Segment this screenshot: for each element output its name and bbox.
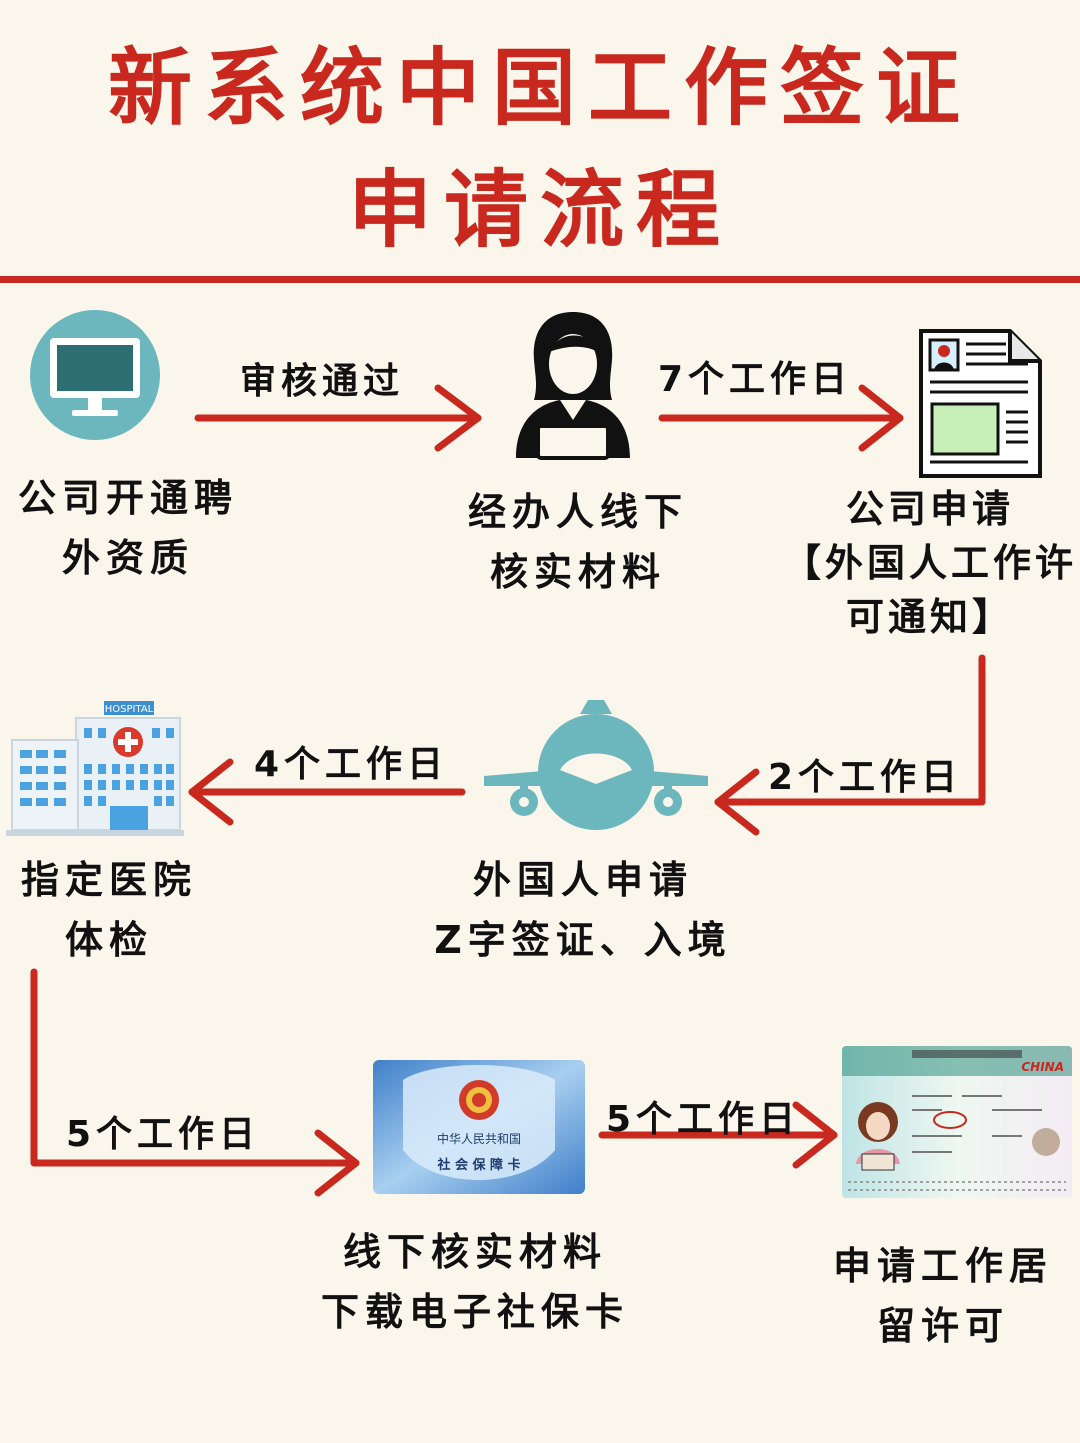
arrow-line-5	[30, 968, 360, 1167]
step-1-label-line2: 外资质	[61, 536, 194, 580]
permit-country-text: CHINA	[1021, 1060, 1064, 1074]
arrowhead-3	[714, 768, 760, 836]
arrow-line-3	[714, 654, 986, 806]
card-name-text: 社 会 保 障 卡	[437, 1158, 521, 1173]
arrowhead-2	[858, 384, 904, 452]
step-1-label: 公司开通聘 外资质	[8, 468, 248, 588]
document-id-icon	[919, 329, 1042, 478]
step-4-label-line2: Z字签证、入境	[434, 918, 732, 962]
step-2-label-line2: 核实材料	[489, 550, 666, 594]
step-3-label-line1: 公司申请	[845, 487, 1014, 531]
arrow-label-4-days: 4个工作日	[254, 744, 449, 785]
page-title-line1: 新系统中国工作签证	[107, 39, 972, 137]
step-4-label-line1: 外国人申请	[472, 858, 693, 902]
step-6-label-line1: 线下核实材料	[342, 1230, 607, 1274]
step-3-label: 公司申请 【外国人工作许 可通知】	[782, 482, 1078, 644]
step-3-label-line3: 可通知】	[845, 595, 1014, 639]
title-divider	[0, 276, 1080, 283]
step-2-label-line1: 经办人线下	[467, 490, 688, 534]
arrowhead-5	[314, 1129, 360, 1197]
hospital-sign-text: HOSPITAL	[105, 704, 154, 715]
step-2-label: 经办人线下 核实材料	[458, 482, 698, 602]
card-issuer-text: 中华人民共和国	[436, 1132, 521, 1146]
step-5-label-line2: 体检	[64, 918, 153, 962]
step-4-label: 外国人申请 Z字签证、入境	[418, 850, 748, 970]
arrow-label-2-days: 2个工作日	[768, 757, 963, 798]
step-6-label: 线下核实材料 下载电子社保卡	[300, 1222, 650, 1342]
residence-permit-icon: CHINA	[842, 1046, 1072, 1198]
step-5-label: 指定医院 体检	[4, 850, 214, 970]
airplane-icon	[484, 700, 708, 830]
step-5-label-line1: 指定医院	[20, 858, 197, 902]
step-1-label-line1: 公司开通聘	[17, 476, 238, 520]
social-security-card-icon: 中华人民共和国 社 会 保 障 卡	[373, 1060, 585, 1194]
arrowhead-6	[792, 1101, 838, 1169]
hospital-building-icon: HOSPITAL	[6, 701, 184, 836]
step-3-label-line2: 【外国人工作许	[782, 541, 1077, 585]
arrow-label-5-days-b: 5个工作日	[606, 1099, 801, 1140]
arrow-label-5-days-a: 5个工作日	[66, 1114, 261, 1155]
step-7-label-line2: 留许可	[876, 1304, 1009, 1348]
officer-person-icon	[516, 312, 630, 460]
computer-monitor-icon	[30, 310, 160, 440]
step-7-label-line1: 申请工作居	[832, 1244, 1053, 1288]
arrow-label-7-days: 7个工作日	[658, 359, 853, 400]
arrow-label-review-passed: 审核通过	[240, 361, 405, 402]
arrowhead-4	[188, 758, 234, 826]
arrowhead-1	[434, 384, 482, 452]
page-title-line2: 申请流程	[347, 161, 732, 259]
step-6-label-line2: 下载电子社保卡	[320, 1290, 629, 1334]
step-7-label: 申请工作居 留许可	[818, 1236, 1068, 1356]
